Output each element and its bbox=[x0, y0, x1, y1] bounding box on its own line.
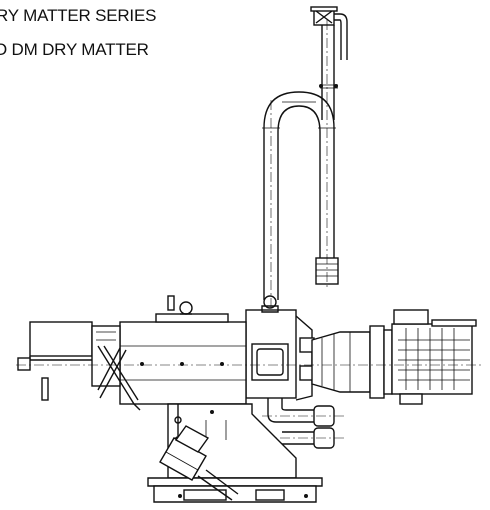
pressure-lever-arm bbox=[41, 345, 141, 411]
gear-adapter bbox=[311, 325, 393, 399]
series-caption: RY MATTER SERIES bbox=[0, 6, 157, 25]
electric-motor bbox=[391, 309, 477, 405]
screen-housing bbox=[119, 295, 247, 405]
lower-return-pipes bbox=[262, 398, 344, 449]
model-caption: O DM DRY MATTER bbox=[0, 40, 149, 59]
top-outlet-valve bbox=[310, 6, 338, 26]
inverted-u-pipe bbox=[262, 13, 348, 310]
solids-discharge-chute bbox=[159, 425, 239, 501]
pump-inlet-body bbox=[245, 295, 315, 401]
